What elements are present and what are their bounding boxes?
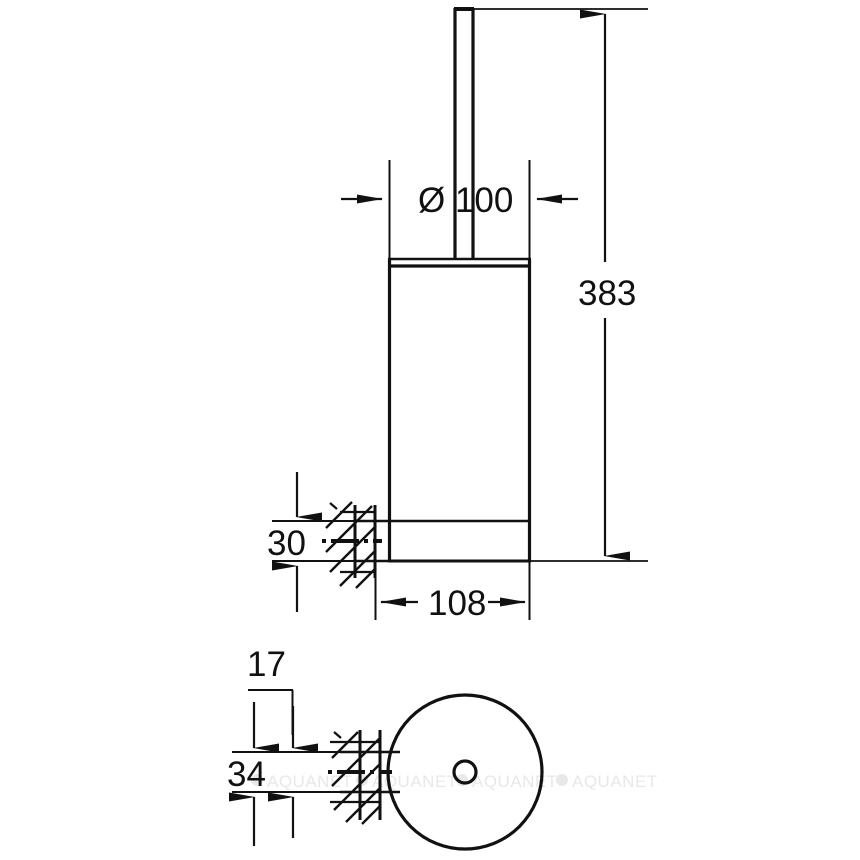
dimension-label-width: 108 [428, 584, 486, 623]
dimension-label-bracket-depth: 17 [247, 645, 286, 684]
watermark-logo-icon [251, 774, 263, 786]
watermark-label: AQUANET [267, 772, 353, 791]
holder-cylinder [387, 257, 532, 563]
watermark-label: AQUANET [572, 772, 658, 791]
dimension-diameter: Ø 100 [341, 160, 578, 262]
dimension-bracket-depth: 17 [247, 645, 340, 753]
dimension-height: 383 [470, 8, 648, 562]
dimension-wall-offset: 30 [267, 472, 356, 612]
dimension-label-bracket-width: 34 [227, 755, 266, 794]
watermark-logo-icon [356, 774, 368, 786]
wall-bracket-front [322, 501, 389, 589]
wall-bracket-plan [328, 730, 400, 825]
watermark-label: AQUANET [472, 772, 558, 791]
brush-handle [453, 7, 475, 258]
watermark-layer: AQUANET AQUANET AQUANET AQUANET [251, 772, 658, 791]
front-elevation-view: Ø 100 383 [267, 7, 648, 623]
watermark-item: AQUANET [356, 772, 458, 791]
top-plan-view: 17 34 [227, 645, 544, 851]
dimension-bracket-width: 34 [227, 702, 340, 846]
watermark-item: AQUANET [556, 772, 658, 791]
watermark-label: AQUANET [372, 772, 458, 791]
dimension-width: 108 [374, 561, 531, 623]
dimension-label-height: 383 [578, 274, 636, 313]
watermark-item: AQUANET [251, 772, 353, 791]
watermark-logo-icon [556, 774, 568, 786]
dimension-label-wall-offset: 30 [267, 524, 306, 563]
dimension-label-diameter: Ø 100 [418, 181, 513, 220]
